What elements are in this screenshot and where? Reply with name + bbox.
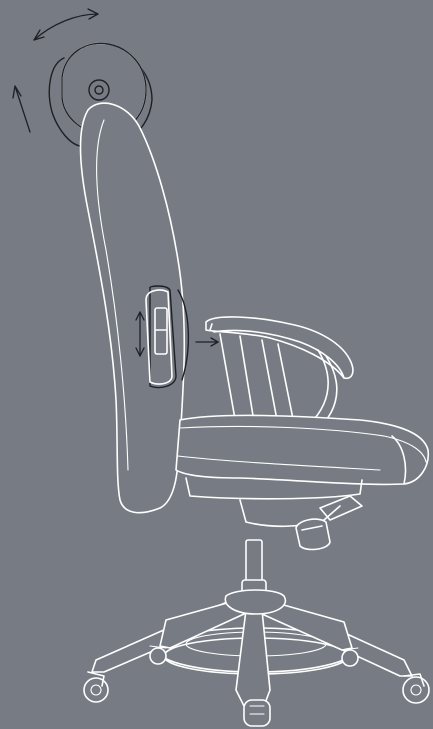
headrest-tilt-arrow-icon: [34, 9, 98, 40]
seat-mechanism: [186, 478, 362, 549]
caster-front-right: [403, 674, 429, 703]
caster-front-left: [84, 672, 108, 702]
base-legs: [92, 590, 412, 706]
lumbar-depth-arrow-icon: [196, 338, 218, 346]
caster-front-center: [244, 700, 270, 726]
headrest-height-arrow-icon: [13, 86, 30, 132]
seat: [176, 415, 428, 484]
